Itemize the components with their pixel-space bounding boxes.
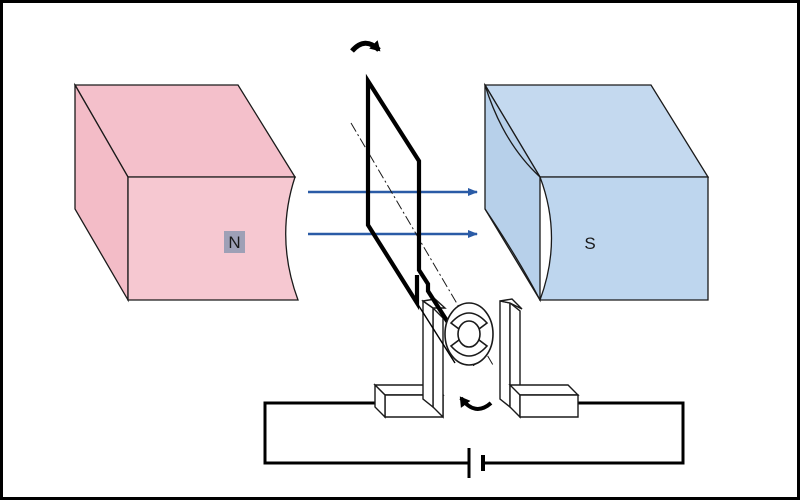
right-brush-post-top	[499, 298, 523, 310]
north-pole-label: N	[228, 233, 240, 252]
south-magnet-concave-face-lower	[484, 208, 541, 301]
north-label-highlight	[224, 231, 245, 253]
magnetic-field	[308, 188, 478, 238]
south-pole-label: S	[584, 234, 595, 253]
north-magnet-front	[127, 176, 299, 301]
right-brush-base-front	[519, 394, 579, 418]
armature-coil-lead	[416, 302, 456, 364]
commutator	[444, 302, 494, 366]
armature-coil	[365, 73, 477, 367]
circuit-wire	[263, 401, 685, 465]
north-magnet: N	[73, 82, 299, 303]
right-brush-post-side	[509, 301, 521, 419]
left-brush-post-front	[432, 306, 444, 419]
south-magnet-concave-face	[484, 84, 541, 178]
circuit	[263, 401, 685, 478]
south-magnet-front	[539, 176, 709, 301]
rotation-arrow-top-icon	[350, 40, 381, 53]
south-magnet: S	[483, 82, 710, 303]
commutator-ring-inner	[457, 320, 481, 348]
right-brush-post-face	[499, 300, 511, 409]
rotation-arrow-bottom-icon	[459, 396, 493, 411]
rotation-axis	[350, 122, 494, 366]
left-brush-post-face	[422, 299, 434, 409]
left-brush-base-side	[374, 383, 386, 419]
dc-motor-diagram: N S	[73, 40, 710, 478]
brush-stands	[373, 298, 580, 419]
right-brush-base-top	[508, 384, 580, 396]
